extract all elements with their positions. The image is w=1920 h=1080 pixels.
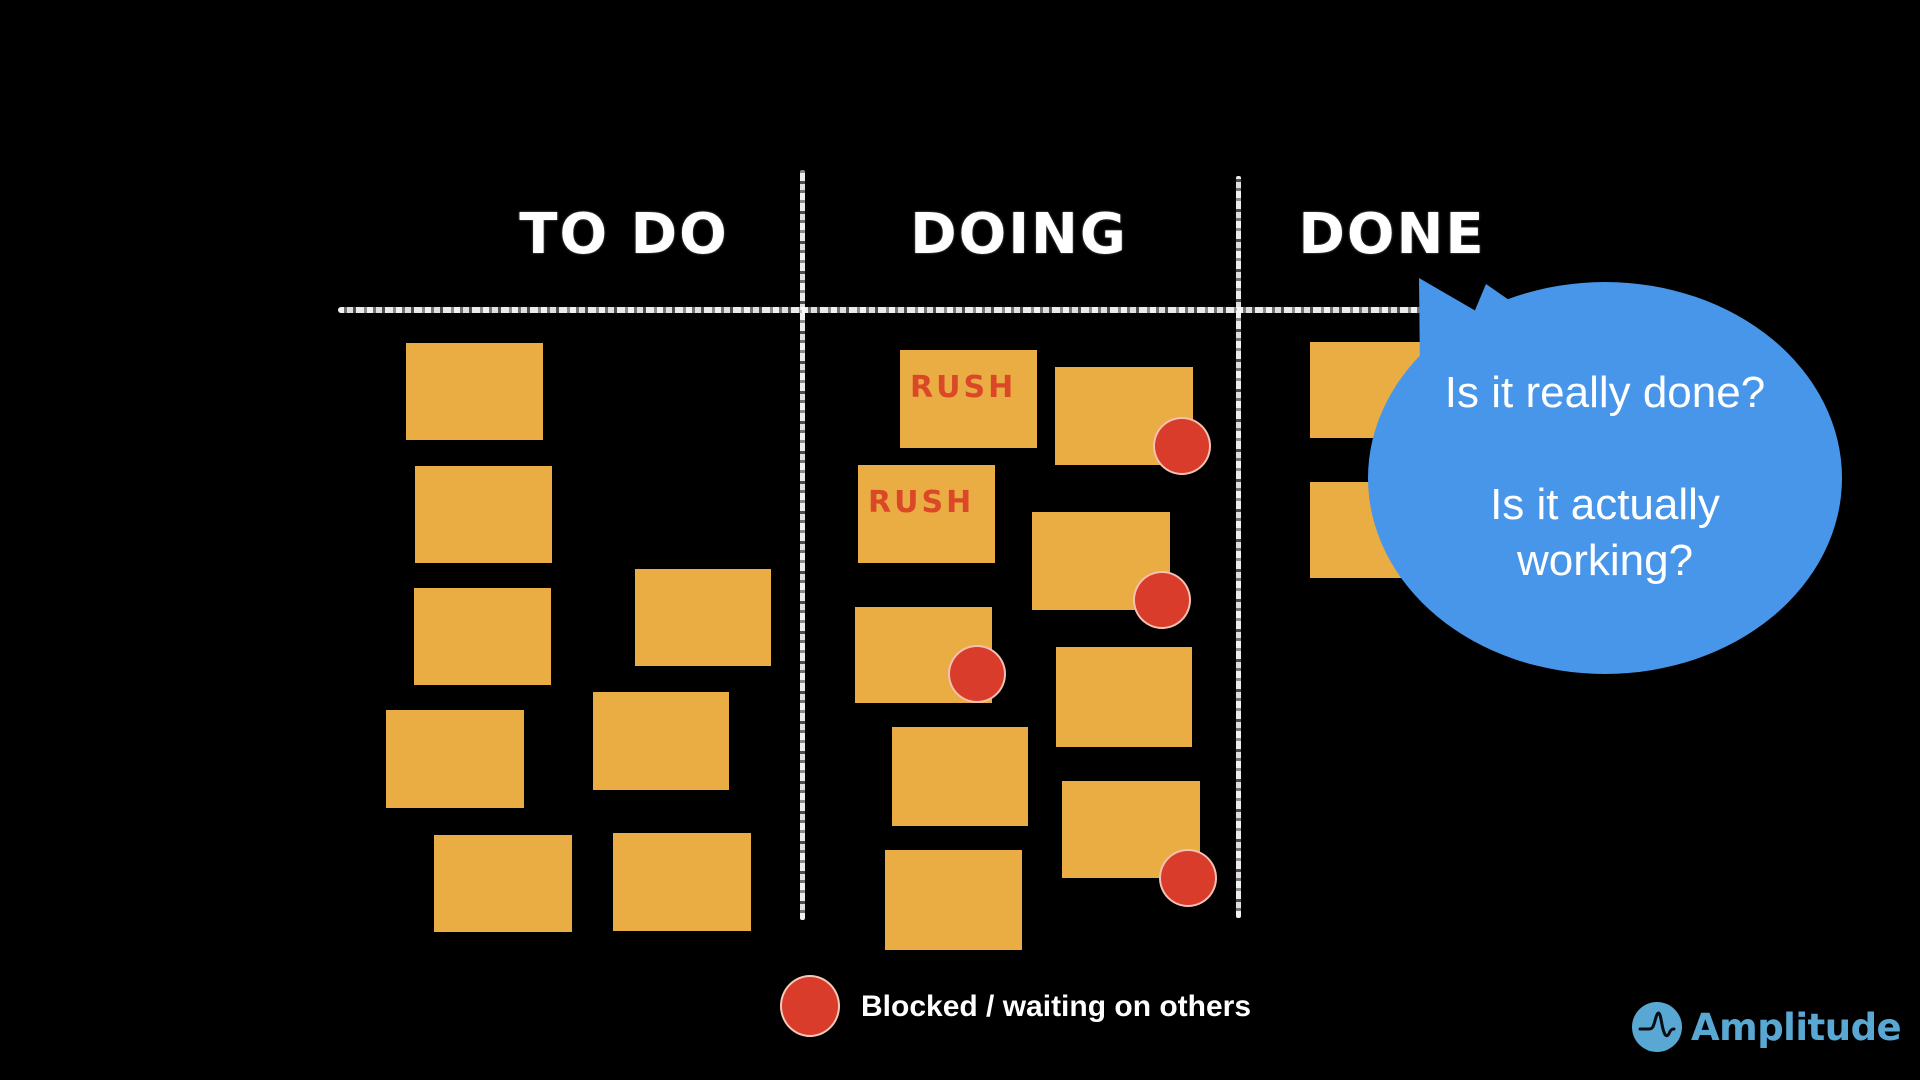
sticky-note-doing: [1056, 647, 1192, 747]
bubble-line-1: Is it really done?: [1444, 368, 1766, 417]
blocked-dot-icon: [1159, 849, 1217, 907]
sticky-note-doing: [1055, 367, 1211, 475]
sticky-note-todo: [613, 833, 751, 931]
amplitude-logo-icon: [1632, 1002, 1682, 1052]
bubble-line-2: Is it actually: [1490, 480, 1720, 529]
column-divider-line-2: [1236, 176, 1241, 918]
blocked-legend-label: Blocked / waiting on others: [861, 990, 1252, 1023]
amplitude-logo-text: Amplitude: [1691, 1005, 1902, 1049]
blocked-dot-icon: [1153, 417, 1211, 475]
column-divider-line-1: [800, 170, 805, 920]
amplitude-logo: Amplitude: [1632, 1002, 1902, 1052]
sticky-note-todo: [406, 343, 543, 440]
speech-bubble: [1368, 278, 1842, 674]
blocked-dot-icon: [948, 645, 1006, 703]
sticky-note-doing: [855, 607, 1006, 703]
rush-tag: RUSH: [868, 485, 975, 520]
sticky-note-todo: [593, 692, 729, 790]
column-header-doing: DOING: [910, 202, 1128, 267]
blocked-legend-dot-icon: [780, 975, 840, 1037]
sticky-note-todo: [415, 466, 552, 563]
sticky-note-todo: [414, 588, 551, 685]
sticky-note-doing: [1062, 781, 1217, 907]
sticky-note-todo: [386, 710, 524, 808]
sticky-note-doing: [1032, 512, 1191, 629]
blocked-dot-icon: [1133, 571, 1191, 629]
rush-tag: RUSH: [910, 370, 1017, 405]
bubble-line-3: working?: [1516, 536, 1694, 585]
sticky-note-doing: RUSH: [858, 465, 995, 563]
sticky-note-todo: [635, 569, 771, 666]
board-header-divider-line: [338, 307, 1448, 313]
column-header-done: DONE: [1298, 202, 1486, 267]
speech-bubble-text: Is it really done? Is it actually workin…: [1365, 365, 1845, 589]
sticky-note-doing: RUSH: [900, 350, 1037, 448]
column-header-todo: TO DO: [519, 202, 729, 267]
sticky-note-todo: [434, 835, 572, 932]
sticky-note-doing: [885, 850, 1022, 950]
sticky-note-doing: [892, 727, 1028, 826]
